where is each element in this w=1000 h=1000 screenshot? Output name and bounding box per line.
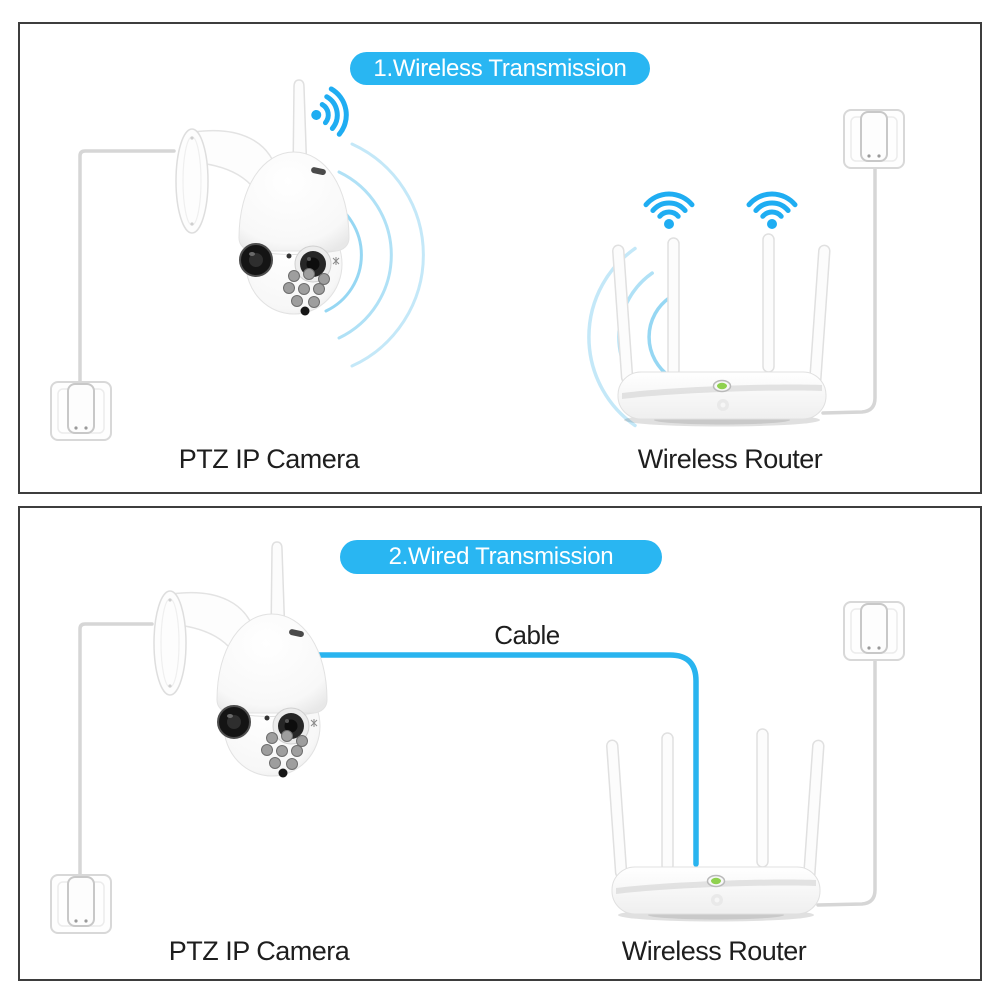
cable-label: Cable: [494, 620, 560, 650]
panel1-title-badge: 1.Wireless Transmission: [350, 52, 650, 85]
camera-label: PTZ IP Camera: [168, 936, 350, 966]
camera-label: PTZ IP Camera: [178, 444, 360, 474]
wired-transmission-panel: [18, 506, 982, 981]
panel2-title-badge: 2.Wired Transmission: [340, 540, 662, 574]
wireless-transmission-panel: [18, 22, 982, 494]
router-label: Wireless Router: [621, 936, 807, 966]
router-label: Wireless Router: [637, 444, 823, 474]
